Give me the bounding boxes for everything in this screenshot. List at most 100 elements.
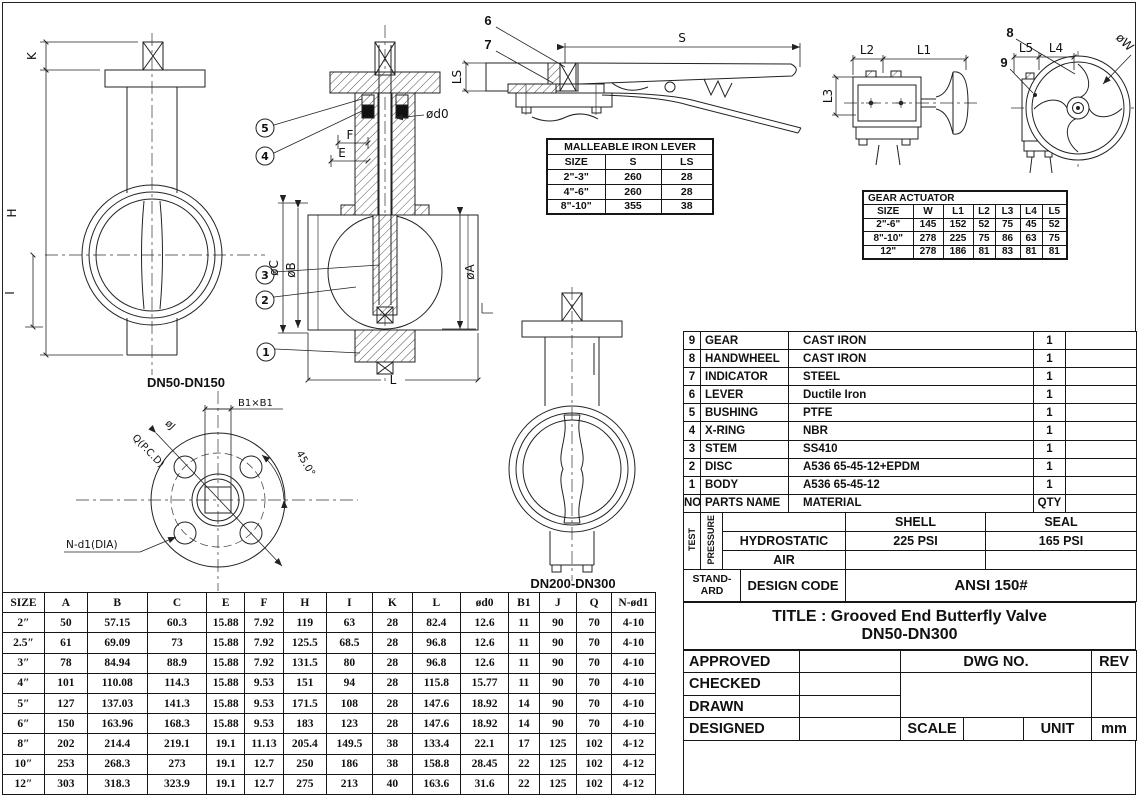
dim-label-45deg: 45.0° (294, 449, 317, 478)
table-cell: 253 (43, 753, 88, 775)
table-cell (1065, 439, 1137, 459)
column-header: ød0 (459, 591, 510, 614)
table-cell: 2.5″ (2, 632, 45, 654)
table-cell: X-RING (700, 421, 789, 441)
dim-label-l: L (390, 373, 397, 387)
column-header: L2 (972, 204, 996, 219)
standard-table: STAND- ARD DESIGN CODE ANSI 150# (683, 569, 1137, 602)
table-cell: 15.77 (459, 672, 510, 694)
table-cell: 78 (43, 652, 88, 674)
table-cell: 123 (325, 713, 373, 735)
table-cell: 127 (43, 692, 88, 715)
table-cell: 80 (325, 652, 373, 674)
callout-4: 4 (261, 150, 269, 163)
dimension-table: SIZE A B C E F H I K L ød0 B1 J Q N-ød1 … (2, 591, 657, 796)
hydrostatic-label: HYDROSTATIC (722, 531, 846, 551)
table-cell: 278 (912, 231, 944, 246)
front-view-dn50-drawing: K H I DN50-DN150 (3, 33, 265, 390)
table-cell: 7.92 (244, 652, 284, 674)
table-cell: A536 65-45-12+EPDM (788, 457, 1034, 477)
table-cell: HANDWHEEL (700, 349, 789, 369)
dim-label-oj: øJ (163, 418, 177, 432)
table-cell: 9 (683, 330, 701, 351)
table-cell: 70 (576, 652, 612, 674)
view-label-dn50: DN50-DN150 (147, 375, 225, 390)
table-cell: INDICATOR (700, 367, 789, 387)
table-cell: 2"-6" (862, 217, 914, 232)
table-cell: 8″ (2, 733, 45, 755)
dim-label-l5: L5 (1019, 41, 1033, 55)
table-cell: 102 (576, 733, 612, 755)
table-cell: 14 (508, 713, 540, 735)
x-ring-seal-right (395, 104, 409, 119)
table-cell: 3″ (2, 652, 45, 674)
seal-pressure-value: 165 PSI (985, 531, 1137, 551)
table-cell: SS410 (788, 439, 1034, 459)
dim-label-l1: L1 (917, 43, 931, 57)
table-cell: 108 (325, 692, 373, 715)
empty-cell (722, 512, 846, 532)
gear-side-view (852, 70, 969, 166)
centerlines (45, 33, 265, 375)
table-cell: 22.1 (459, 733, 510, 755)
dwg-no-value (899, 672, 1093, 718)
table-cell: 90 (538, 612, 578, 634)
lever-outline (485, 62, 802, 134)
table-cell: 114.3 (146, 672, 208, 694)
table-cell: 4-10 (610, 672, 657, 694)
table-cell: 3 (683, 439, 701, 459)
rev-value (1091, 672, 1138, 718)
column-header: I (325, 591, 373, 614)
table-cell: 102 (576, 773, 612, 796)
table-cell: 4-10 (610, 652, 657, 674)
column-header: F (244, 591, 284, 614)
table-cell: 9.53 (244, 692, 284, 715)
table-cell: 214.4 (86, 733, 148, 755)
table-cell: STEM (700, 439, 789, 459)
table-cell: 81 (972, 244, 996, 259)
table-cell: 45 (1019, 217, 1043, 232)
table-cell: 86 (994, 231, 1021, 246)
empty-cell (985, 550, 1137, 570)
table-cell: 225 (942, 231, 974, 246)
table-cell: 90 (538, 632, 578, 654)
parts-header-row: NO PARTS NAME MATERIAL QTY (683, 493, 1137, 513)
dim-label-i: I (3, 291, 17, 295)
table-cell: 28.45 (459, 753, 510, 775)
table-cell: 28 (371, 713, 413, 735)
table-cell: 260 (604, 168, 662, 185)
table-cell: 18.92 (459, 692, 510, 715)
lever-table-title: MALLEABLE IRON LEVER (546, 138, 714, 155)
dwg-no-label: DWG NO. (899, 650, 1093, 673)
table-cell: 38 (371, 753, 413, 775)
approved-value (799, 650, 901, 673)
column-header: SIZE (2, 591, 45, 614)
drawing-title-line1: TITLE : Grooved End Butterfly Valve (772, 607, 1047, 625)
table-cell: 101 (43, 672, 88, 694)
table-cell: 28 (371, 612, 413, 634)
column-header: L5 (1041, 204, 1068, 219)
table-cell: 90 (538, 672, 578, 694)
callout-2: 2 (261, 294, 269, 307)
pressure-label-cell: PRESSURE (700, 512, 723, 570)
table-cell: 1 (1033, 457, 1066, 477)
section-dimension-lines (273, 98, 481, 383)
table-cell: 22 (508, 753, 540, 775)
column-header: L (411, 591, 461, 614)
column-header: H (282, 591, 327, 614)
table-cell: 10″ (2, 753, 45, 775)
drawn-value (799, 695, 901, 718)
dim-label-oa: øA (463, 263, 477, 279)
dim-label-s: S (678, 31, 686, 45)
table-cell: 18.92 (459, 713, 510, 735)
column-header: NO (683, 493, 701, 513)
column-header: L3 (994, 204, 1021, 219)
table-cell: 1 (1033, 421, 1066, 441)
table-cell: 355 (604, 198, 662, 215)
column-header: QTY (1033, 493, 1066, 513)
